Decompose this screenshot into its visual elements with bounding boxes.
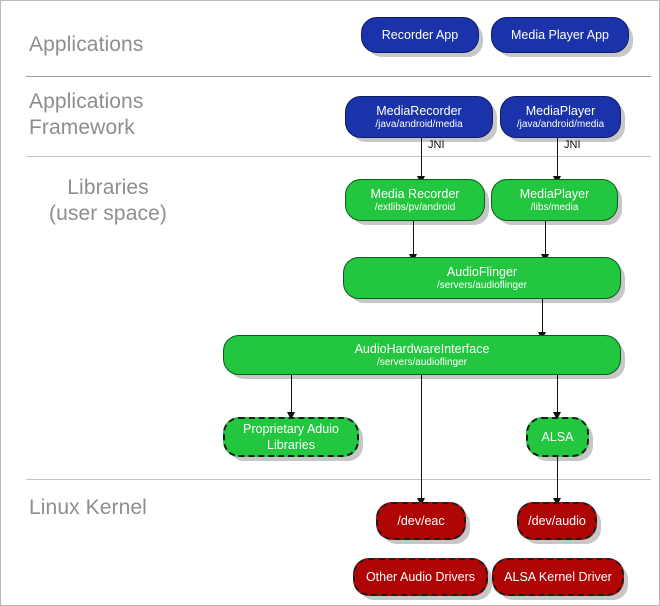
node-dev-eac[interactable]: /dev/eac (376, 502, 466, 540)
node-alsa-kernel-driver-title: ALSA Kernel Driver (504, 569, 612, 584)
divider-libraries (26, 479, 651, 480)
node-audiohardwareinterface-title: AudioHardwareInterface (354, 341, 490, 356)
layer-label-libraries: Libraries (user space) (49, 176, 167, 225)
node-audiohardwareinterface-path: /servers/audioflinger (376, 356, 468, 368)
node-media-player-app[interactable]: Media Player App (491, 17, 629, 53)
connector-alsa-devaudio (557, 456, 558, 503)
node-mediaplayer-framework-path: /java/android/media (516, 118, 605, 130)
connector-audioflinger-audiohardwareinterface (542, 299, 543, 341)
node-media-recorder-library-title: Media Recorder (370, 186, 460, 201)
node-mediaplayer-library-title: MediaPlayer (519, 186, 590, 201)
node-mediarecorder-framework[interactable]: MediaRecorder /java/android/media (345, 96, 493, 138)
connector-mediaplayer-jni (557, 137, 558, 182)
node-mediaplayer-library-path: /libs/media (530, 201, 579, 213)
node-mediaplayer-library[interactable]: MediaPlayer /libs/media (491, 179, 618, 221)
node-audiohardwareinterface[interactable]: AudioHardwareInterface /servers/audiofli… (223, 335, 621, 375)
layer-label-linux-kernel: Linux Kernel (29, 496, 147, 519)
connector-audiohw-deveac (421, 375, 422, 503)
arrowhead-audiohw-alsa (552, 412, 561, 420)
arrowhead-audiohw-proprietarylibs (286, 412, 295, 420)
connector-audiohw-alsa (557, 375, 558, 417)
connector-mediarecorder-jni (421, 137, 422, 182)
node-audioflinger[interactable]: AudioFlinger /servers/audioflinger (343, 257, 621, 299)
divider-applications (26, 76, 651, 77)
node-proprietary-audio-libraries-title: Proprietary Aduio Libraries (243, 422, 339, 452)
node-alsa-title: ALSA (541, 429, 574, 444)
node-mediaplayer-framework-title: MediaPlayer (525, 103, 596, 118)
node-other-audio-drivers-title: Other Audio Drivers (365, 569, 476, 584)
connector-mediarecorderlib-audioflinger (413, 219, 414, 261)
edge-label-jni-left: JNI (428, 139, 445, 151)
node-mediaplayer-framework[interactable]: MediaPlayer /java/android/media (500, 96, 621, 138)
node-audioflinger-path: /servers/audioflinger (436, 279, 528, 291)
node-dev-audio-title: /dev/audio (528, 513, 586, 528)
node-dev-audio[interactable]: /dev/audio (517, 502, 597, 540)
node-alsa[interactable]: ALSA (526, 417, 589, 457)
node-recorder-app-title: Recorder App (381, 27, 459, 42)
node-audioflinger-title: AudioFlinger (446, 264, 518, 279)
divider-framework (26, 156, 651, 157)
node-other-audio-drivers[interactable]: Other Audio Drivers (353, 558, 488, 596)
node-recorder-app[interactable]: Recorder App (361, 17, 479, 53)
node-media-player-app-title: Media Player App (511, 27, 609, 42)
node-proprietary-audio-libraries[interactable]: Proprietary Aduio Libraries (223, 417, 359, 457)
node-dev-eac-title: /dev/eac (397, 513, 445, 528)
node-mediarecorder-framework-title: MediaRecorder (376, 103, 462, 118)
layer-label-applications: Applications (29, 33, 144, 56)
connector-audiohw-proprietarylibs (291, 375, 292, 417)
node-alsa-kernel-driver[interactable]: ALSA Kernel Driver (492, 558, 624, 596)
layer-label-applications-framework: Applications Framework (29, 90, 144, 139)
connector-mediaplayerlib-audioflinger (545, 219, 546, 261)
node-media-recorder-library[interactable]: Media Recorder /extlibs/pv/android (345, 179, 485, 221)
node-mediarecorder-framework-path: /java/android/media (375, 118, 463, 130)
node-media-recorder-library-path: /extlibs/pv/android (374, 201, 456, 213)
edge-label-jni-right: JNI (564, 139, 581, 151)
